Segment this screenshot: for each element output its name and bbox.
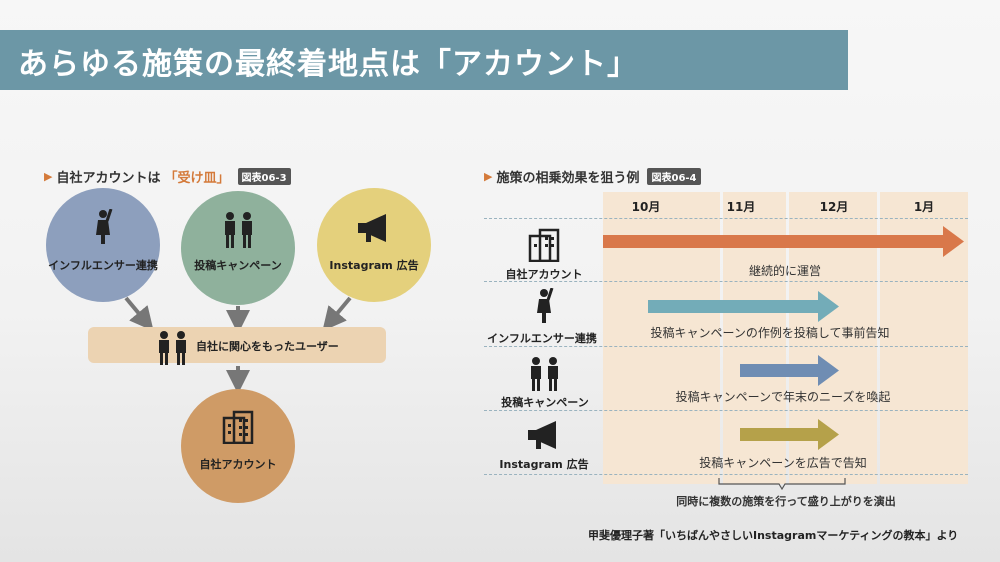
right-heading-text: 施策の相乗効果を狙う例 bbox=[496, 171, 640, 186]
left-heading-quote: 「受け皿」 bbox=[164, 171, 230, 186]
row-divider bbox=[484, 281, 968, 282]
bar-own-account bbox=[603, 226, 964, 257]
arrow-from-ads bbox=[322, 296, 352, 332]
bar-caption-influencer: 投稿キャンペーンの作例を投稿して事前告知 bbox=[650, 326, 890, 340]
row-divider bbox=[484, 474, 968, 475]
building-icon bbox=[528, 228, 560, 262]
brace-caption: 同時に複数の施策を行って盛り上がりを演出 bbox=[676, 495, 896, 508]
bar-caption-ads: 投稿キャンペーンを広告で告知 bbox=[699, 456, 867, 470]
figure-badge: 図表06-4 bbox=[647, 168, 701, 185]
own-account-circle bbox=[181, 389, 295, 503]
source-footer: 甲斐優理子著「いちばんやさしいInstagramマーケティングの教本」より bbox=[588, 529, 959, 542]
row-label-influencer: インフルエンサー連携 bbox=[487, 332, 597, 345]
row-label-own-account: 自社アカウント bbox=[505, 268, 583, 281]
influencer-circle bbox=[46, 188, 160, 302]
two-people-icon bbox=[159, 331, 186, 365]
bar-campaign bbox=[740, 355, 839, 386]
influencer-circle-label: インフルエンサー連携 bbox=[48, 259, 158, 272]
row-divider bbox=[484, 346, 968, 347]
bar-caption-own-account: 継続的に運営 bbox=[748, 264, 822, 278]
interested-users-label: 自社に関心をもったユーザー bbox=[196, 340, 339, 353]
two-people-icon bbox=[225, 212, 252, 248]
left-heading-text: 自社アカウントは bbox=[56, 171, 161, 186]
two-people-icon bbox=[531, 357, 558, 391]
bar-ads bbox=[740, 419, 839, 450]
bar-caption-campaign: 投稿キャンペーンで年末のニーズを喚起 bbox=[675, 390, 891, 404]
month-label: 12月 bbox=[819, 200, 849, 214]
bar-influencer bbox=[648, 291, 839, 322]
ads-circle bbox=[317, 188, 431, 302]
own-account-circle-label: 自社アカウント bbox=[199, 458, 277, 471]
month-label: 11月 bbox=[726, 200, 756, 214]
row-label-campaign: 投稿キャンペーン bbox=[501, 396, 589, 409]
campaign-circle-label: 投稿キャンペーン bbox=[194, 259, 282, 272]
megaphone-icon bbox=[358, 214, 386, 242]
megaphone-icon bbox=[528, 421, 556, 449]
left-section-heading: ▶ 自社アカウントは「受け皿」 図表06-3 bbox=[44, 167, 291, 186]
campaign-circle bbox=[181, 191, 295, 305]
row-divider bbox=[484, 218, 968, 219]
month-label: 1月 bbox=[913, 200, 935, 214]
triangle-bullet-icon: ▶ bbox=[484, 170, 493, 183]
person-raising-hand-icon bbox=[96, 209, 113, 244]
page-title: あらゆる施策の最終着地点は「アカウント」 bbox=[18, 47, 638, 82]
figure-badge: 図表06-3 bbox=[237, 168, 291, 185]
arrow-from-influencer bbox=[124, 296, 154, 332]
interested-users-band bbox=[88, 327, 386, 363]
title-banner: あらゆる施策の最終着地点は「アカウント」 bbox=[0, 30, 848, 90]
person-raising-hand-icon bbox=[537, 288, 554, 323]
row-divider bbox=[484, 410, 968, 411]
right-section-heading: ▶ 施策の相乗効果を狙う例 図表06-4 bbox=[484, 167, 701, 186]
triangle-bullet-icon: ▶ bbox=[44, 170, 53, 183]
building-icon bbox=[222, 410, 254, 444]
row-label-ads: Instagram 広告 bbox=[499, 458, 589, 471]
month-label: 10月 bbox=[631, 200, 661, 214]
brace bbox=[718, 478, 846, 491]
ads-circle-label: Instagram 広告 bbox=[329, 259, 419, 272]
